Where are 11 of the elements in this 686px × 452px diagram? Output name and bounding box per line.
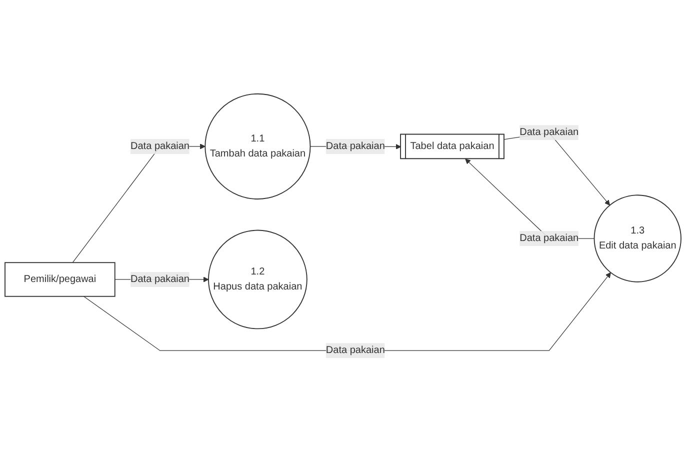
- node-circle: 1.3 Edit data pakaian: [594, 194, 682, 282]
- node-box: Pemilik/pegawai: [4, 262, 116, 297]
- edge-label: Data pakaian: [326, 140, 385, 152]
- edge-label: Data pakaian: [326, 344, 385, 356]
- edge-label: Data pakaian: [520, 127, 579, 138]
- edge-label: Data pakaian: [130, 140, 190, 152]
- edge-label: Data pakaian: [130, 274, 190, 284]
- node-circle: 1.2 Hapus data pakaian: [208, 230, 308, 330]
- arrow: [83, 272, 611, 351]
- node-circle: 1.1 Tambah data pakaian: [204, 93, 311, 200]
- edge-label: Data pakaian: [520, 232, 579, 244]
